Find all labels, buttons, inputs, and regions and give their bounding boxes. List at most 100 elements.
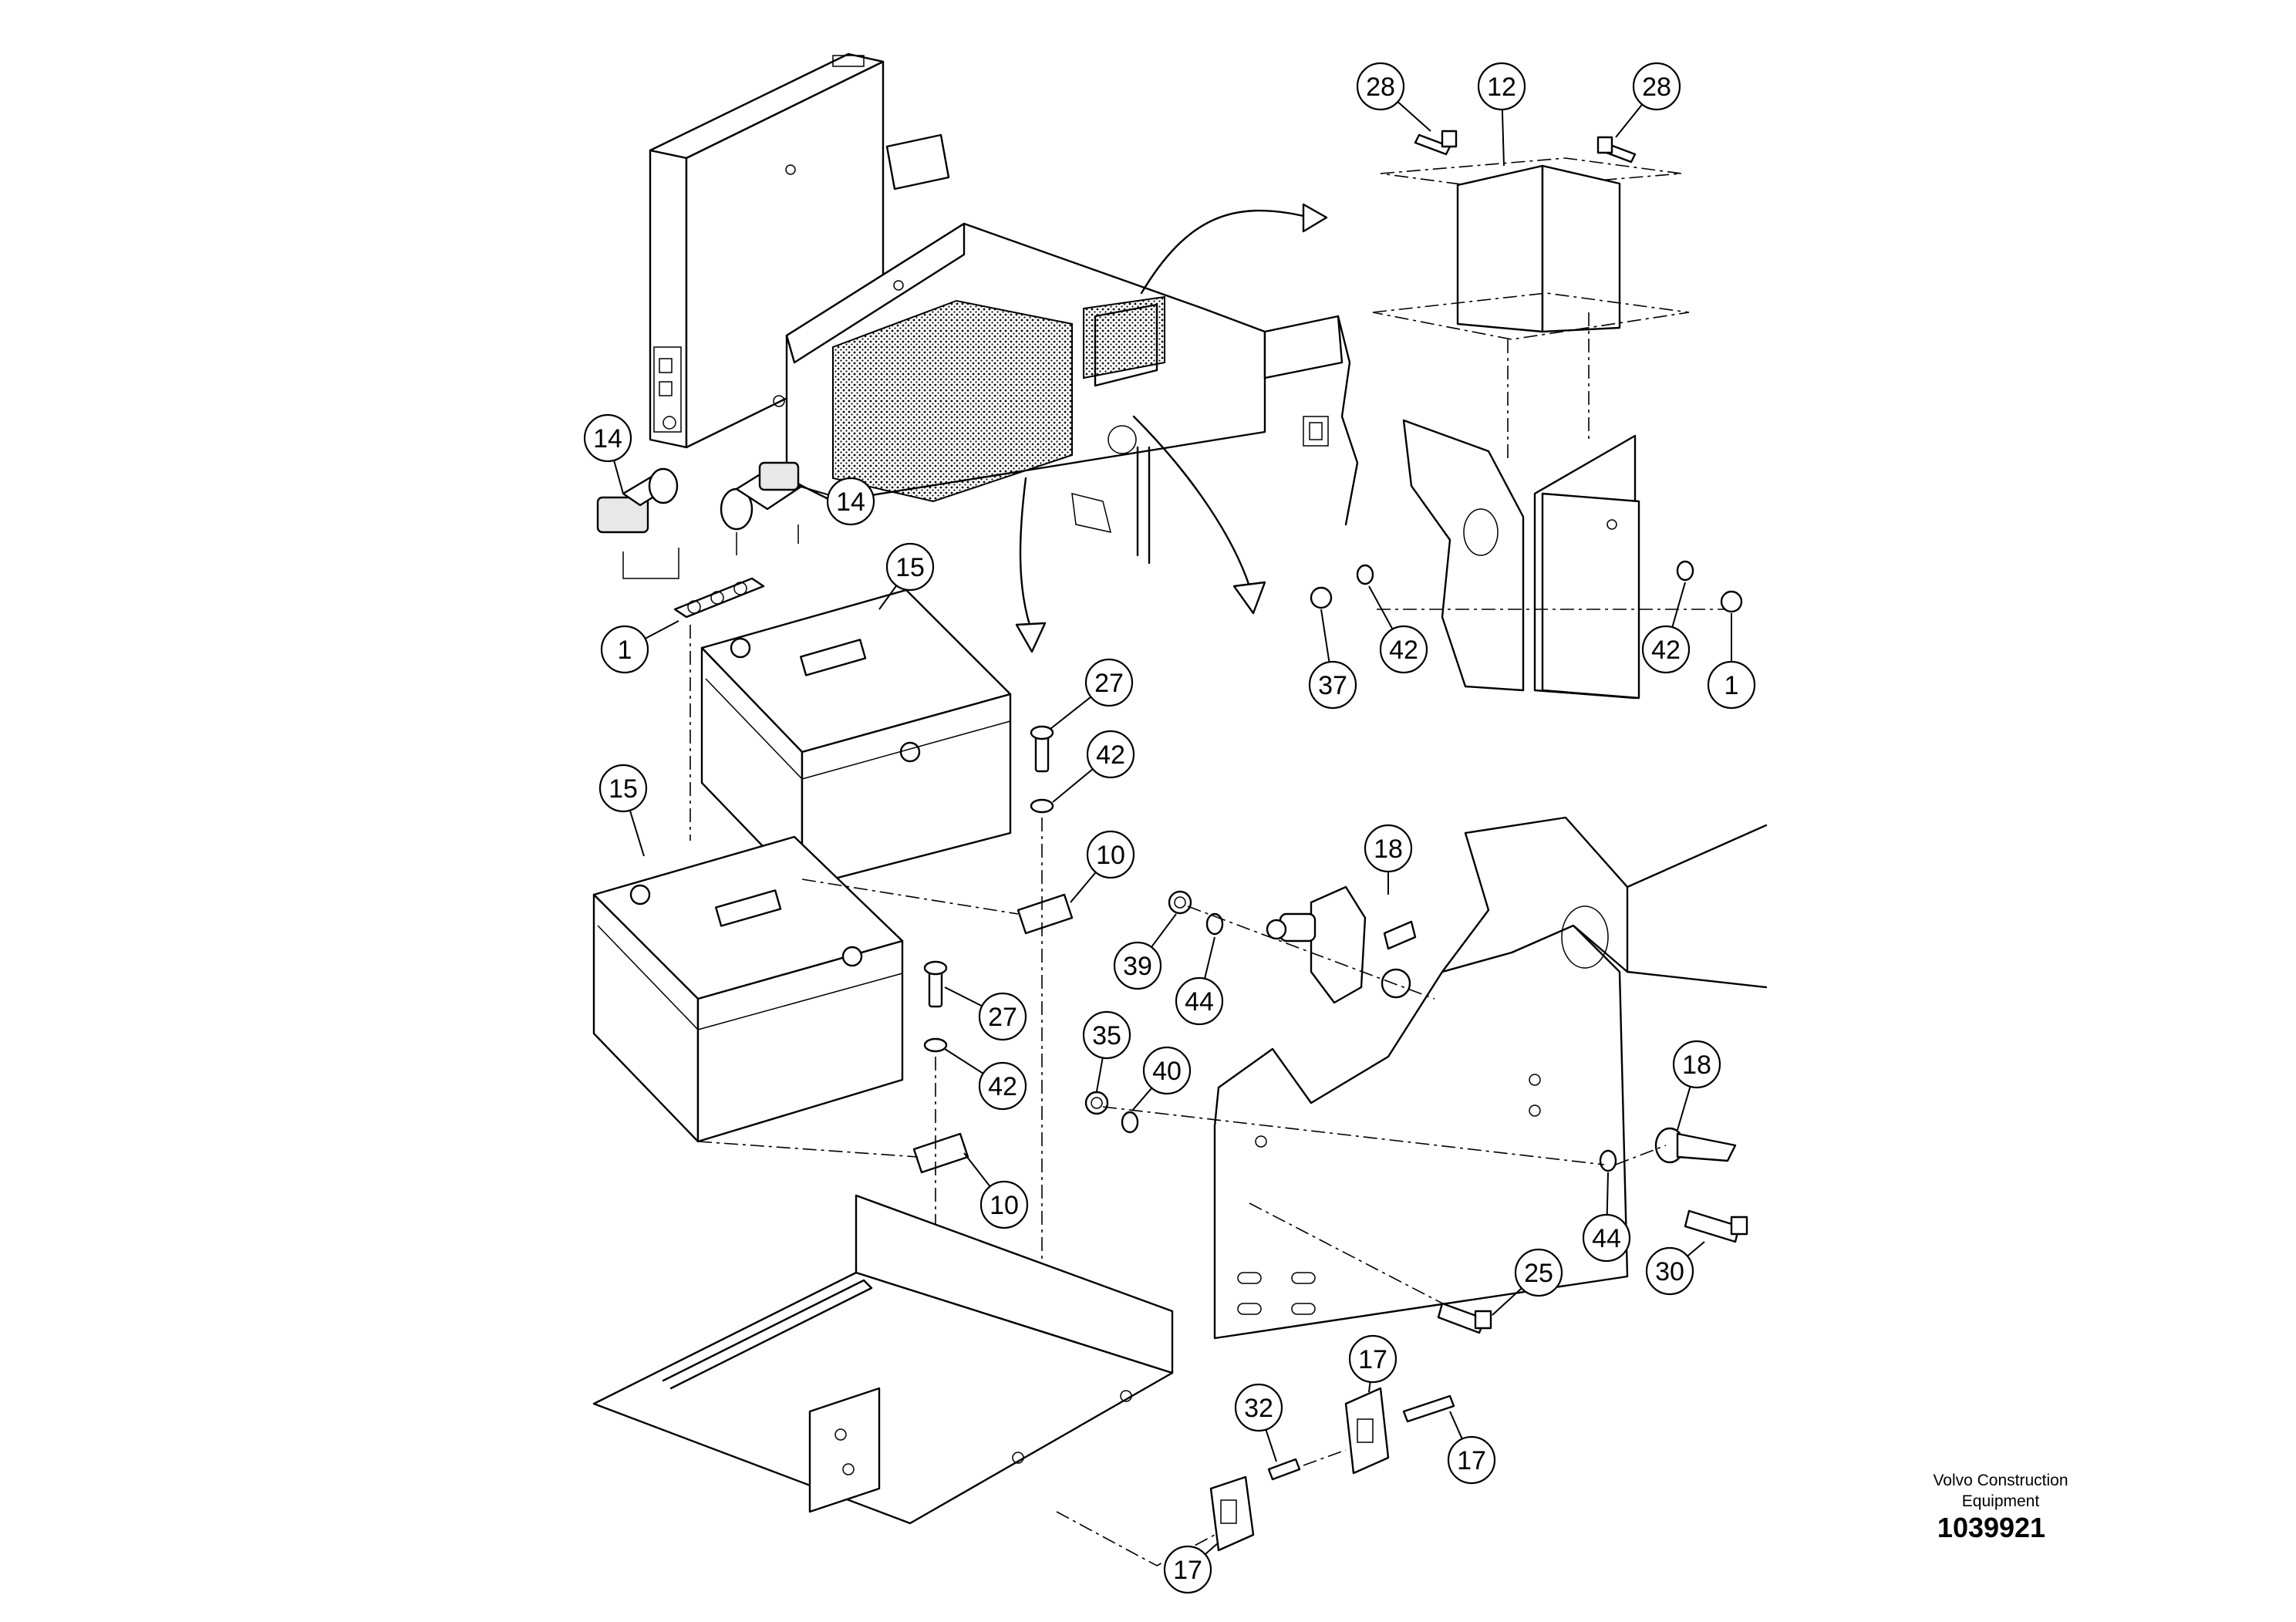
callout-bubble [1356,62,1405,111]
callout-bubble [979,1180,1029,1229]
callout-44: 44 [1582,1172,1631,1263]
callout-number: 17 [1457,1446,1486,1475]
callout-35: 35 [1082,1010,1131,1092]
callout-number: 27 [1094,669,1124,698]
callout-number: 42 [988,1072,1017,1101]
callout-bubble [1477,62,1526,111]
nut [1310,586,1333,609]
callout-18: 18 [1672,1040,1721,1131]
callout-number: 1 [618,636,632,665]
cover-plate [1372,130,1690,463]
callout-number: 44 [1592,1224,1621,1253]
callout-number: 18 [1374,835,1403,864]
callout-18: 18 [1364,824,1413,895]
callout-27: 27 [1050,658,1134,730]
callout-leader-line [1671,582,1686,628]
callout-leader-line [629,810,645,857]
callout-bubble [1641,625,1691,674]
callout-bubble [885,542,935,592]
callout-25: 25 [1492,1248,1563,1316]
callout-bubble [600,625,649,674]
callout-leader-line [1687,1241,1705,1257]
callout-leader-line [1397,101,1431,132]
callout-12: 12 [1477,62,1526,167]
washer [1356,564,1374,585]
callout-44: 44 [1175,936,1224,1026]
callout-30: 30 [1645,1241,1705,1296]
callout-40: 40 [1131,1046,1192,1111]
switch-mounting-plate [1213,816,1768,1340]
callout-28: 28 [1615,62,1681,138]
battery-main-switch [1266,885,1417,1004]
cable-terminal [596,467,679,534]
callout-leader-line [1204,936,1215,980]
callout-number: 12 [1487,73,1516,102]
callout-leader-line [878,585,898,610]
battery-tray [592,1194,1174,1525]
callout-number: 1 [1725,671,1739,700]
callout-bubble [1082,1010,1131,1060]
switch-key [1654,1127,1737,1164]
callout-leader-line [1204,1542,1219,1555]
illustration-number: 1039921 [1937,1512,2046,1543]
callout-27: 27 [944,986,1027,1041]
publisher-line-1: Volvo Construction [1933,1472,2068,1489]
bolt [1596,136,1637,164]
callout-bubble [1672,1040,1721,1089]
callout-bubble [1632,62,1681,111]
callout-bubble [1707,660,1756,710]
callout-number: 32 [1244,1394,1273,1423]
callout-leader-line [613,460,624,494]
callout-bubble [1308,660,1357,710]
callout-bubble [978,1061,1027,1111]
hold-down-bolt [912,960,969,1174]
callout-leader-line [1320,609,1330,663]
callout-number: 35 [1092,1021,1121,1050]
callout-42: 42 [1368,585,1428,674]
washer [1121,1111,1139,1134]
terminal-bar [673,577,765,619]
callout-leader-line [1052,768,1094,803]
callout-bubble [1447,1435,1496,1485]
callout-leader-line [645,620,679,639]
callout-leader-line [1368,585,1394,630]
washer [1205,912,1224,936]
callout-number: 15 [609,774,638,804]
callout-leader-line [1501,109,1505,167]
screw [1267,1458,1301,1481]
callout-number: 10 [990,1191,1019,1220]
callout-leader-line [797,485,829,496]
callout-37: 37 [1308,609,1357,710]
callout-bubble [978,992,1027,1041]
callout-10: 10 [963,1152,1029,1229]
callout-number: 42 [1096,740,1125,770]
callout-leader-line [1615,103,1643,138]
bolt [1684,1209,1748,1243]
callout-bubble [1163,1545,1212,1594]
battery-lower [592,835,904,1143]
callout-15: 15 [878,542,935,610]
callout-number: 42 [1651,636,1681,665]
callout-number: 42 [1389,636,1418,665]
callout-1: 1 [600,620,679,674]
callout-leader-line [1131,1088,1153,1111]
callout-17: 17 [1348,1334,1397,1393]
callout-bubble [1113,941,1162,990]
callout-leader-line [1368,1381,1371,1393]
callout-leader-line [1606,1172,1609,1216]
callout-number: 30 [1655,1257,1684,1286]
washer [1599,1149,1617,1172]
callout-42: 42 [944,1048,1027,1111]
battery-box-frame [773,133,1359,653]
callout-bubble [1086,730,1135,779]
bolt [1414,130,1458,156]
callout-28: 28 [1356,62,1431,132]
callout-number: 18 [1682,1050,1711,1080]
callout-bubble [826,477,875,526]
callout-bubble [1086,830,1135,879]
callout-number: 17 [1173,1556,1202,1585]
nut [1168,890,1192,915]
publisher-line-2: Equipment [1961,1492,2040,1510]
